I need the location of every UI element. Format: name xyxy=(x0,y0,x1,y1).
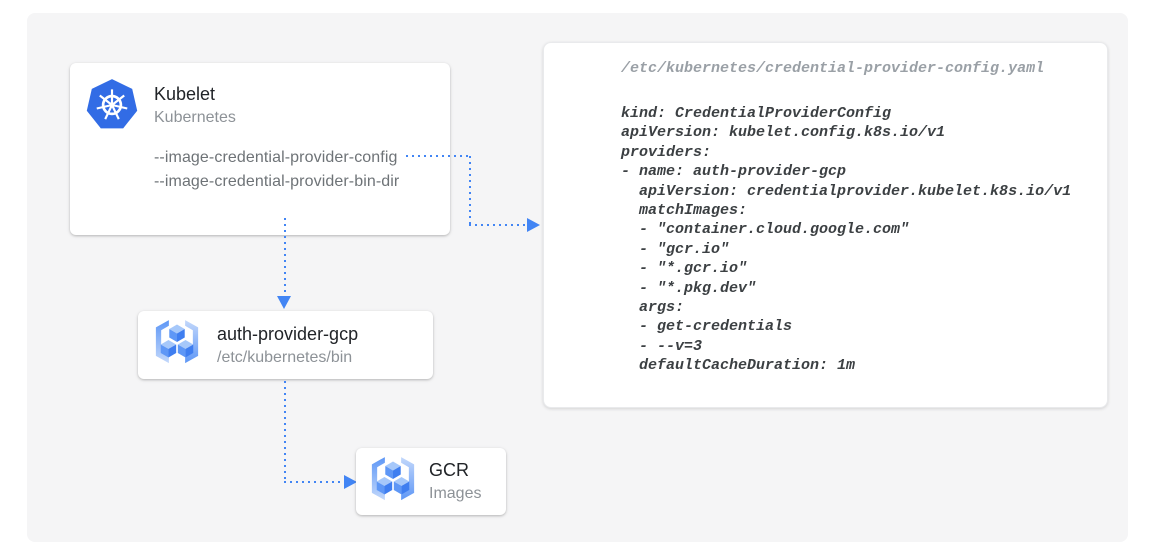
auth-provider-subtitle: /etc/kubernetes/bin xyxy=(217,349,353,366)
kubelet-flag-config: --image-credential-provider-config xyxy=(154,149,398,166)
edge-kubelet-auth-arrowhead xyxy=(277,296,291,309)
kubelet-flag-bin-dir: --image-credential-provider-bin-dir xyxy=(154,173,400,190)
edge-kubelet-config-seg2 xyxy=(469,156,471,224)
auth-provider-node: auth-provider-gcp /etc/kubernetes/bin xyxy=(138,311,433,379)
gcr-title: GCR xyxy=(429,460,469,480)
edge-kubelet-config-seg1 xyxy=(406,155,470,157)
credential-provider-config-panel: /etc/kubernetes/credential-provider-conf… xyxy=(543,42,1108,408)
auth-provider-title: auth-provider-gcp xyxy=(217,324,359,344)
gcr-node-text: GCR Images xyxy=(429,458,481,505)
kubelet-flags: --image-credential-provider-config --ima… xyxy=(154,146,399,194)
auth-provider-node-text: auth-provider-gcp /etc/kubernetes/bin xyxy=(217,322,358,369)
edge-kubelet-auth-seg xyxy=(284,218,286,297)
config-yaml-content: kind: CredentialProviderConfig apiVersio… xyxy=(621,105,1072,375)
kubelet-title: Kubelet xyxy=(154,84,216,104)
gcr-node: GCR Images xyxy=(356,448,506,515)
kubernetes-icon xyxy=(84,77,140,133)
edge-auth-gcr-seg2 xyxy=(284,481,345,483)
edge-auth-gcr-seg1 xyxy=(284,381,286,482)
edge-auth-gcr-arrowhead xyxy=(344,475,357,489)
gcr-subtitle: Images xyxy=(429,485,482,502)
config-file-path: /etc/kubernetes/credential-provider-conf… xyxy=(621,60,1045,77)
kubelet-node-text: Kubelet Kubernetes xyxy=(154,82,236,129)
kubelet-subtitle: Kubernetes xyxy=(154,109,236,126)
edge-kubelet-config-arrowhead xyxy=(527,218,540,232)
gcr-icon xyxy=(367,455,419,507)
kubelet-node: Kubelet Kubernetes --image-credential-pr… xyxy=(70,63,450,235)
gcr-icon xyxy=(151,318,203,370)
edge-kubelet-config-seg3 xyxy=(469,224,528,226)
